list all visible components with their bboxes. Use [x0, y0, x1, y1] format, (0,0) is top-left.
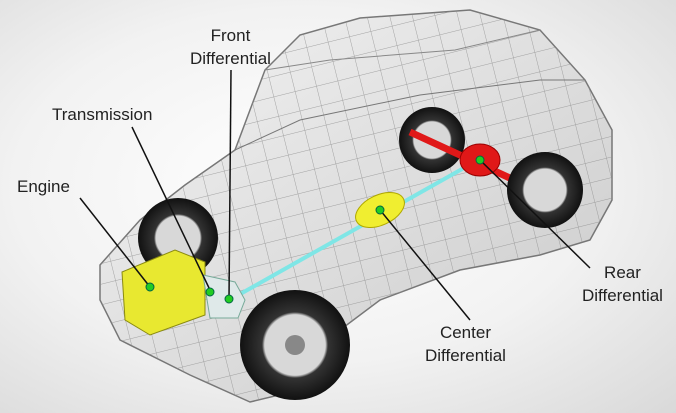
label-line: Differential [425, 346, 506, 365]
label-front-differential: Front Differential [190, 24, 271, 70]
label-rear-differential: Rear Differential [582, 261, 663, 307]
label-line: Center [439, 323, 491, 342]
drive-shaft [234, 158, 479, 299]
label-line: Rear [604, 263, 641, 282]
label-line: Front [210, 26, 251, 45]
leader-lines [79, 69, 591, 321]
engine [121, 249, 206, 336]
wheel-rear-right [507, 152, 583, 228]
label-line: Differential [582, 286, 663, 305]
label-engine: Engine [17, 177, 70, 196]
label-center-differential: Center Differential [425, 321, 506, 367]
wheel-front-right [240, 290, 350, 400]
label-line: Differential [190, 49, 271, 68]
component-markers [145, 155, 485, 304]
label-transmission: Transmission [52, 105, 153, 124]
